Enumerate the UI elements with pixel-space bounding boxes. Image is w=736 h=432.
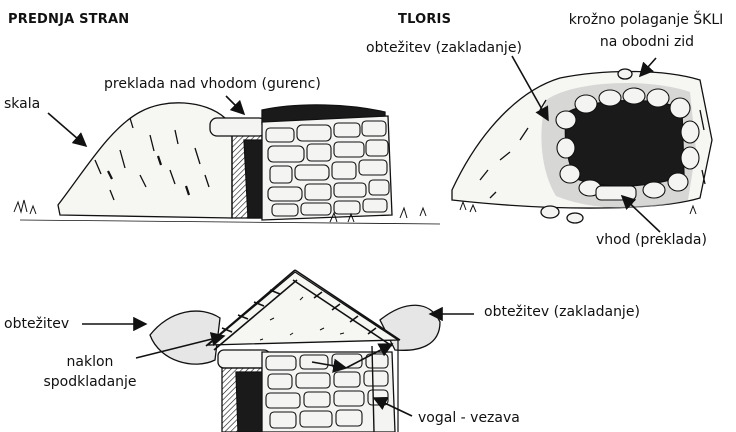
- label-obtezitev-zakladanje-section: obtežitev (zakladanje): [484, 304, 640, 320]
- arrow-skala: [48, 113, 86, 146]
- label-naklon: naklon: [40, 354, 140, 370]
- label-skala: skala: [4, 96, 40, 112]
- label-krozno-line1: krožno polaganje ŠKLI: [560, 12, 732, 28]
- section-view-drawing: [150, 270, 440, 432]
- label-spodkladanje: spodkladanje: [40, 374, 140, 390]
- label-vogal-vezava: vogal - vezava: [418, 410, 520, 426]
- label-vhod-preklada: vhod (preklada): [596, 232, 707, 248]
- plan-view-drawing: [452, 69, 712, 223]
- arrow-preklada-gurenc: [226, 96, 244, 114]
- label-krozno-line2: na obodni zid: [566, 34, 728, 50]
- label-obtezitev: obtežitev: [4, 316, 69, 332]
- front-view-drawing: [14, 103, 440, 224]
- label-preklada-gurenc: preklada nad vhodom (gurenc): [104, 76, 321, 92]
- label-obtezitev-zakladanje-plan: obtežitev (zakladanje): [366, 40, 522, 56]
- heading-plan-view: TLORIS: [398, 12, 451, 27]
- heading-front-view: PREDNJA STRAN: [8, 12, 129, 27]
